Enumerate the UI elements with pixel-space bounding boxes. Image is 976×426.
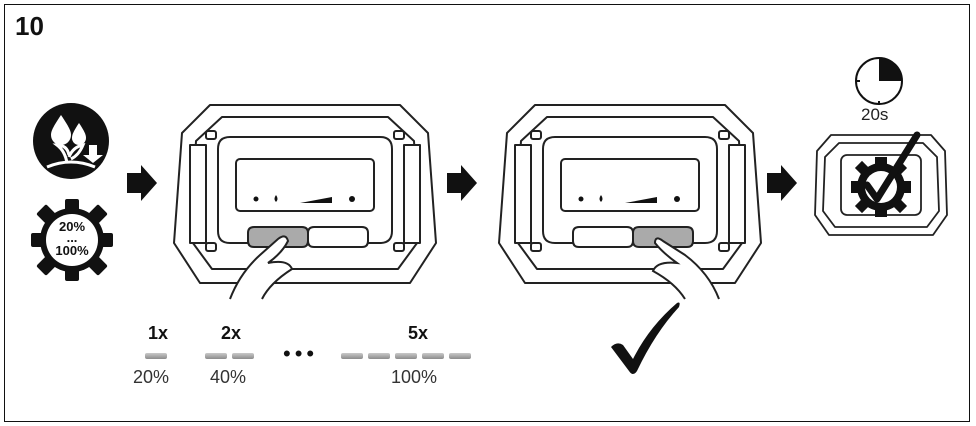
gear-badge-middle: ... (67, 230, 78, 245)
level-presses: 2x (221, 323, 242, 343)
hand-pointer-icon (651, 237, 720, 300)
led-segment (232, 353, 254, 359)
timer-label: 20s (861, 105, 889, 124)
checkmark-icon (611, 302, 680, 374)
gear-icon: 20% ... 100% (31, 199, 113, 281)
step-number: 10 (15, 11, 44, 41)
arrow-right-icon (127, 165, 157, 201)
led-segment (341, 353, 363, 359)
led-segment (205, 353, 227, 359)
device-confirmed-icon (814, 131, 948, 236)
level-percent: 40% (210, 367, 247, 387)
water-plant-icon (33, 103, 109, 179)
controller-device (173, 104, 437, 300)
led-segment (145, 353, 167, 359)
led-segment (449, 353, 471, 359)
level-presses: 1x (148, 323, 169, 343)
led-segment (395, 353, 417, 359)
level-presses: 5x (408, 323, 429, 343)
level-percent: 20% (133, 367, 170, 387)
ellipsis: ••• (283, 341, 319, 366)
timer-icon (855, 57, 903, 105)
level-percent: 100% (391, 367, 438, 387)
arrow-right-icon (767, 165, 797, 201)
led-segment (422, 353, 444, 359)
led-segment (368, 353, 390, 359)
controller-device (498, 104, 762, 300)
hand-pointer-icon (229, 235, 294, 300)
gear-badge-top: 20% (59, 219, 85, 234)
instruction-panel: 10 20% ... 100% (4, 4, 970, 422)
arrow-right-icon (447, 165, 477, 201)
gear-badge-bottom: 100% (55, 243, 89, 258)
